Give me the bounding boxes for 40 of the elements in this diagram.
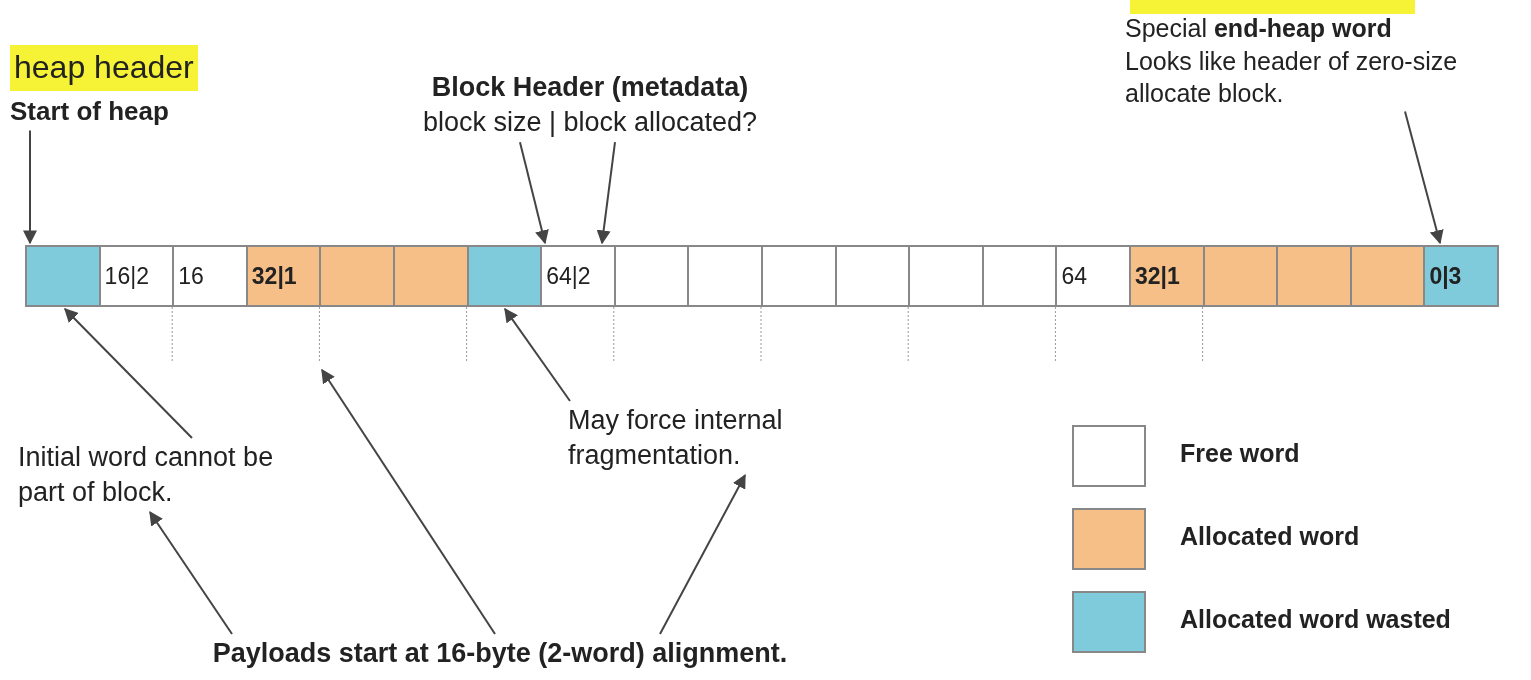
leader-arrow (23, 129, 37, 245)
leader-arrow (321, 368, 496, 635)
callout-heading: Start of heap (10, 94, 170, 128)
memory-word (319, 245, 395, 307)
leader-arrow (504, 307, 571, 402)
leader-arrow (519, 141, 549, 245)
callout-heading: Block Header (metadata) (430, 71, 750, 104)
highlighted-heading: heap header (10, 45, 198, 91)
callout-text: May force internal fragmentation. (568, 404, 784, 473)
legend-label: Allocated word (1180, 522, 1360, 551)
memory-word (908, 245, 984, 307)
memory-word: 16 (172, 245, 248, 307)
legend-label: Allocated word wasted (1180, 605, 1451, 634)
callout-text: Special end-heap word Looks like header of zero-size allocate block. (1125, 13, 1459, 109)
legend-label: Free word (1180, 439, 1300, 468)
memory-word (1349, 245, 1426, 307)
callout-heading: Payloads start at 16-byte (2-word) alignment. (211, 637, 789, 670)
memory-word (981, 245, 1058, 307)
memory-word: 64|2 (540, 245, 616, 307)
memory-word (687, 245, 763, 307)
leader-arrow (64, 308, 193, 439)
memory-word: 64 (1055, 245, 1131, 307)
leader-arrow (149, 511, 233, 635)
memory-word (613, 245, 690, 307)
leader-arrow (596, 141, 616, 245)
callout-text: block size | block allocated? (421, 106, 759, 140)
leader-arrow (659, 473, 746, 635)
memory-word: 0|3 (1423, 245, 1499, 307)
memory-word (761, 245, 837, 307)
memory-word: 32|1 (1129, 245, 1205, 307)
memory-word (1276, 245, 1352, 307)
memory-word (466, 245, 543, 307)
memory-word (393, 245, 469, 307)
memory-word: 32|1 (245, 245, 322, 307)
memory-word: 16|2 (98, 245, 175, 307)
callout-text: Initial word cannot be part of block. (18, 441, 275, 510)
memory-word (25, 245, 101, 307)
memory-word (834, 245, 911, 307)
memory-word (1202, 245, 1279, 307)
leader-arrow (1404, 110, 1444, 245)
